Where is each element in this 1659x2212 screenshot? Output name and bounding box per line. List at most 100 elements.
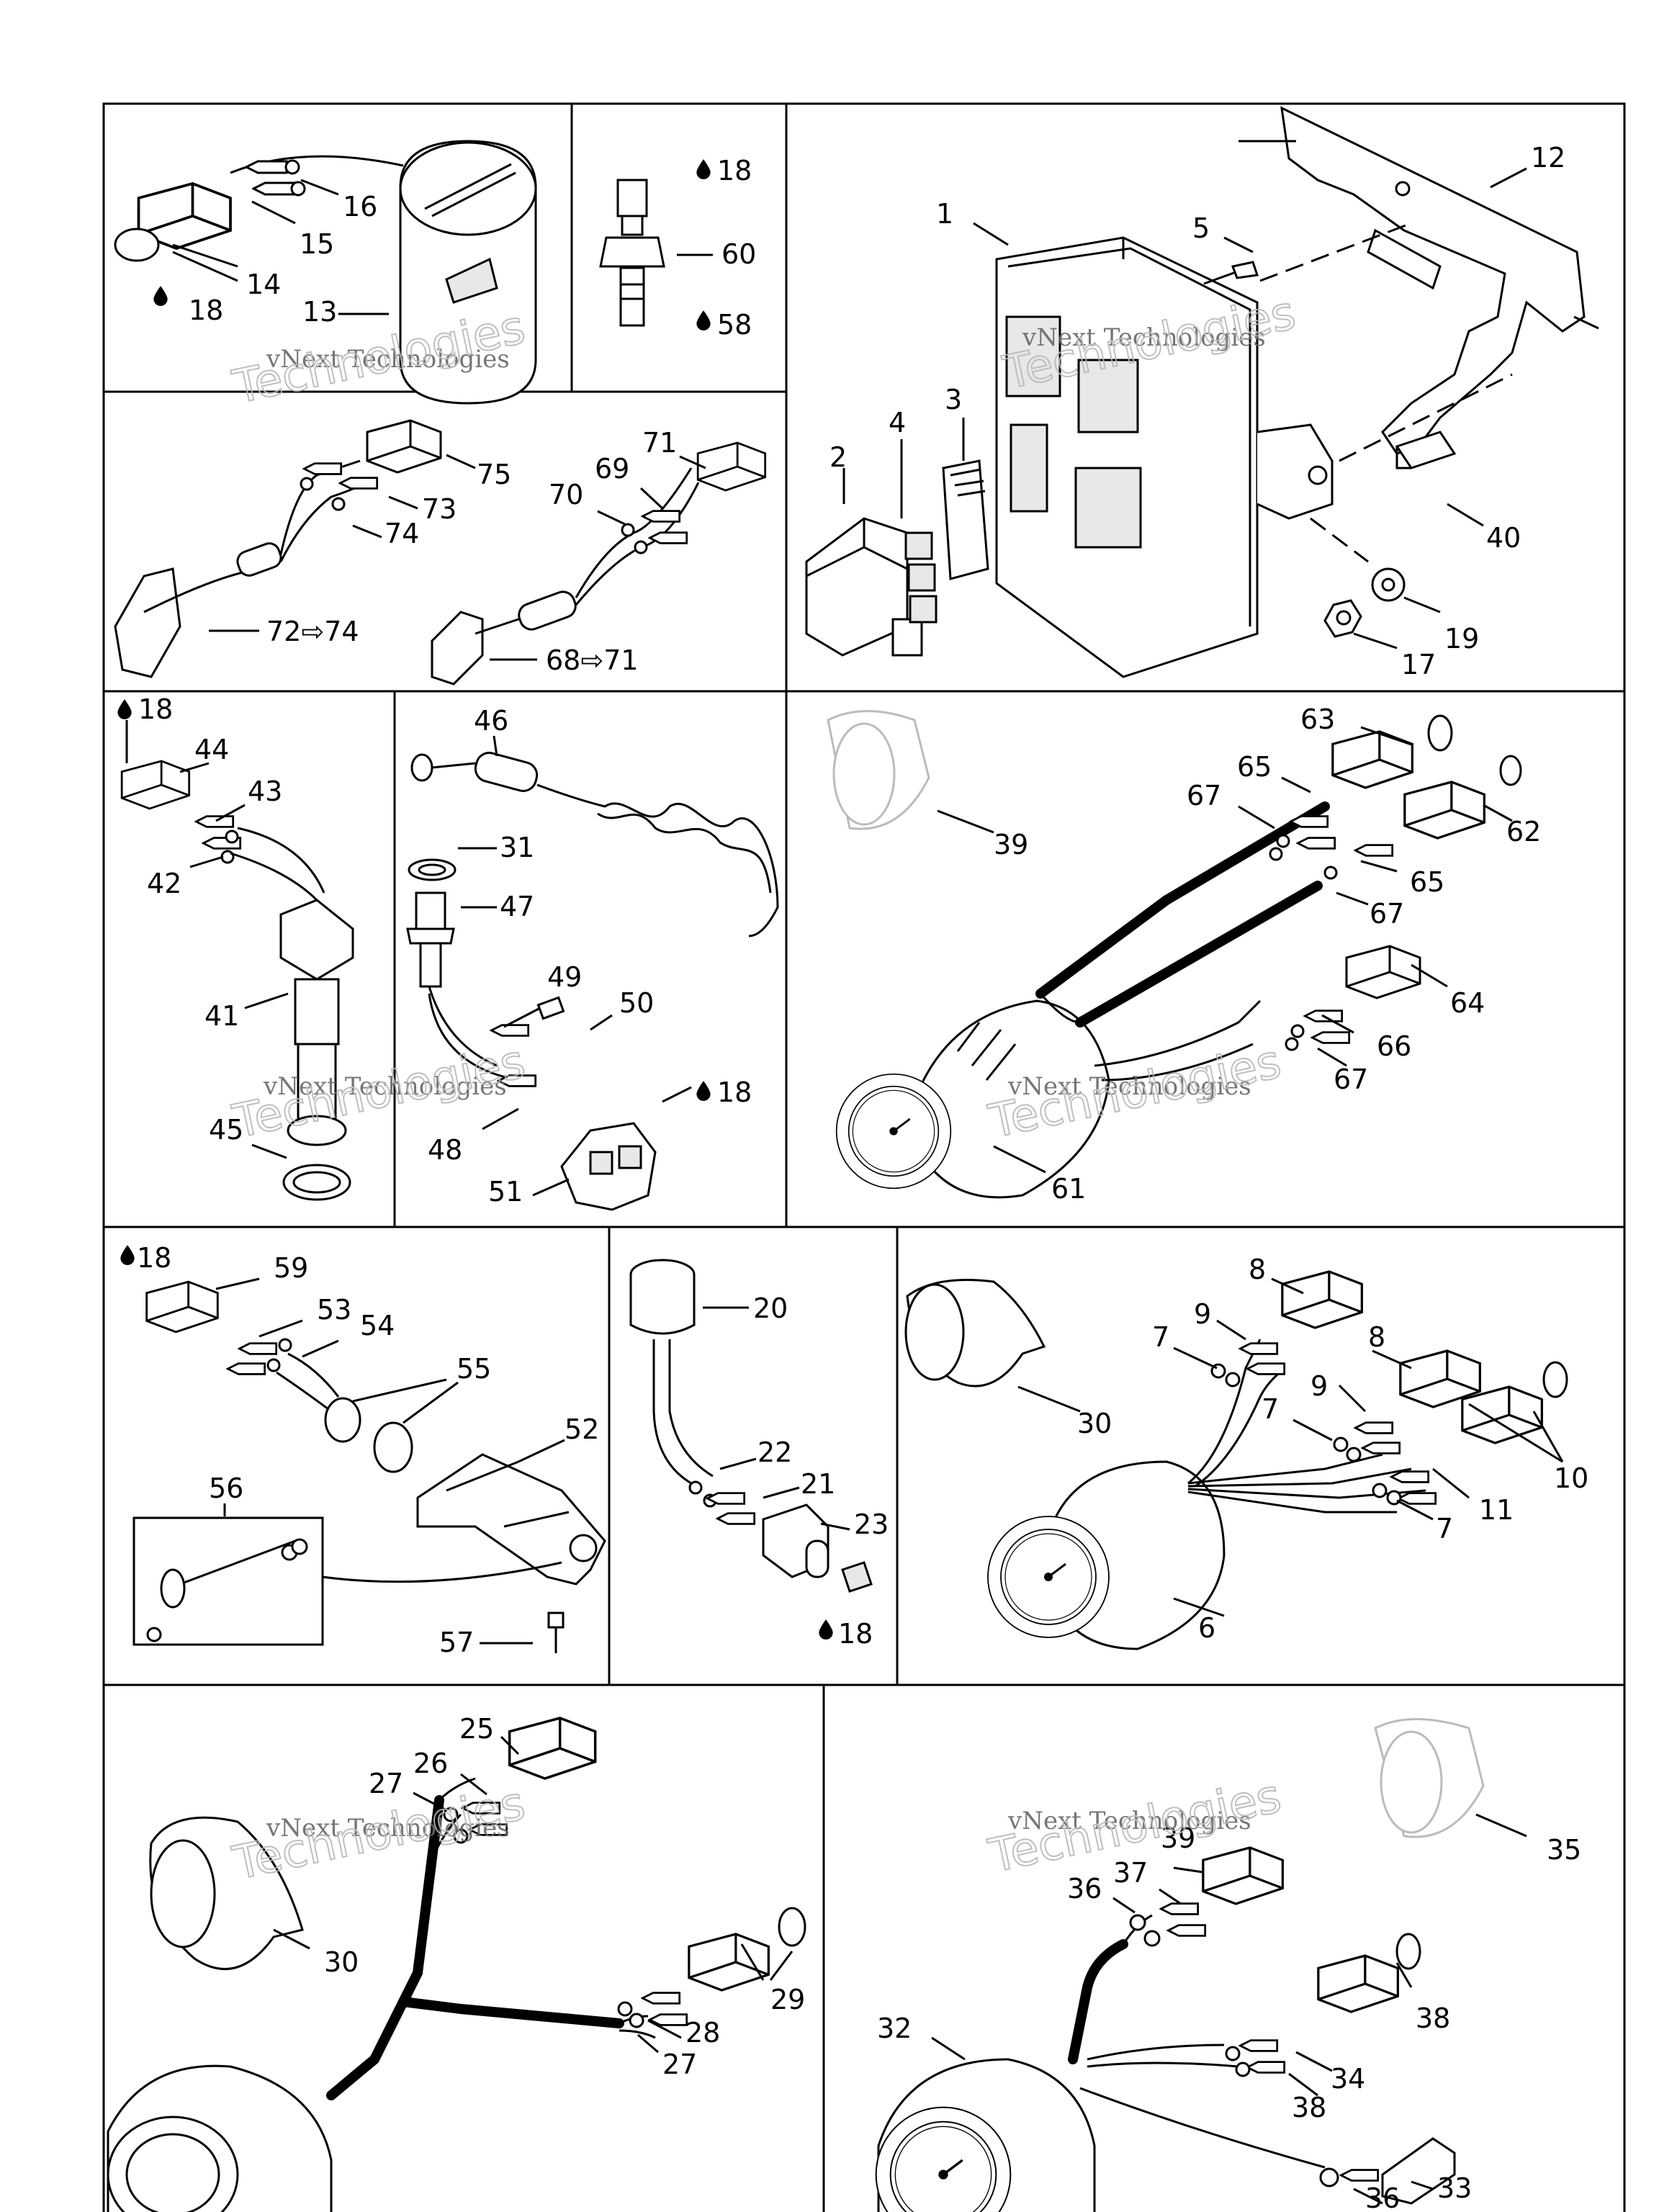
callout-45: 45	[209, 1114, 243, 1146]
callout-32: 32	[877, 2013, 912, 2044]
callout-20: 20	[753, 1292, 788, 1324]
gauge-61-assembly: 63 65 67 62 39 65 67 64 66 67 61	[827, 703, 1541, 1205]
callout-39-gauge32: 35	[1547, 1834, 1581, 1866]
callout-68-to-71: 68⇨71	[546, 644, 639, 676]
callout-43: 43	[248, 775, 282, 807]
callout-27-top: 27	[369, 1768, 403, 1799]
callout-18-lanyard: 18	[717, 1076, 752, 1108]
callout-17: 17	[1401, 649, 1436, 680]
drop-icon	[120, 1245, 135, 1265]
callout-33: 33	[1437, 2172, 1472, 2204]
callout-10: 10	[1554, 1462, 1588, 1494]
callout-50: 50	[619, 987, 654, 1019]
callout-72-to-74: 72⇨74	[266, 616, 359, 647]
callout-14: 14	[246, 269, 281, 300]
callouts-ecu: 1 5 12 3 4 2 40 19 17	[830, 142, 1565, 680]
callout-36-top: 37	[1113, 1857, 1148, 1889]
callout-1: 1	[936, 198, 953, 230]
callout-31: 31	[500, 832, 534, 863]
callout-8-top: 8	[1249, 1254, 1266, 1285]
callouts-leads: 71 75 69 70 73 74 72⇨74 68⇨71	[209, 427, 706, 676]
watermark-text: vNext Technologies	[266, 345, 510, 374]
drop-icon	[153, 286, 168, 306]
callout-18-sensor: 18	[717, 155, 752, 186]
callout-36-low: 36	[1365, 2182, 1400, 2212]
oil-level-sensor: 18 44 43 42 41 45	[117, 693, 354, 1201]
speed-sensor-assembly: 20 22 21 23 18	[629, 1259, 889, 1650]
callout-40: 40	[1486, 522, 1521, 554]
throttle-sensor-assembly: 18 59 53 54 55 52 56 57	[120, 1242, 606, 1658]
callout-62: 62	[1506, 816, 1541, 848]
callout-65-top: 65	[1237, 751, 1272, 783]
callout-29: 29	[770, 1984, 805, 2015]
callout-3: 3	[945, 384, 962, 415]
callout-18-pump: 18	[189, 295, 223, 326]
callout-51: 51	[488, 1176, 523, 1208]
callout-42: 42	[147, 868, 181, 899]
callout-41: 41	[204, 1000, 239, 1032]
callout-66: 66	[1377, 1030, 1411, 1062]
callout-7-top: 7	[1152, 1321, 1169, 1353]
callout-28: 28	[685, 2017, 720, 2049]
watermark-text: vNext Technologies	[263, 1072, 507, 1101]
callout-4: 4	[889, 407, 906, 439]
callout-9-top: 9	[1194, 1298, 1211, 1330]
callout-47: 47	[500, 891, 534, 922]
temperature-sensor: 18 60 58	[599, 155, 756, 341]
callout-61: 61	[1051, 1173, 1086, 1205]
callout-70: 70	[549, 479, 583, 511]
callout-55: 55	[457, 1353, 491, 1385]
callout-46: 46	[474, 705, 508, 737]
fuel-pump-assembly	[114, 140, 537, 405]
gauge-6-assembly: 8 9 7 8 9 7 30 10 11 7 6	[904, 1254, 1588, 1650]
safety-lanyard-switch: 46 31 47 49 50 18 48 51	[406, 705, 779, 1211]
callout-52: 52	[565, 1413, 599, 1445]
callout-22: 22	[757, 1437, 792, 1468]
callout-73: 73	[422, 493, 457, 525]
callout-48: 48	[428, 1134, 462, 1166]
callout-18-speed: 18	[838, 1618, 873, 1650]
callout-26: 26	[413, 1748, 448, 1779]
callout-2: 2	[830, 441, 847, 473]
sensor-leads	[114, 419, 767, 685]
callout-8-mid: 8	[1368, 1321, 1385, 1353]
drop-icon	[117, 699, 132, 719]
callout-53: 53	[317, 1294, 351, 1326]
drop-icon	[696, 1081, 711, 1101]
watermark-text: vNext Technologies	[266, 1814, 510, 1843]
callout-6: 6	[1198, 1612, 1215, 1644]
gauge-24-assembly: 25 26 27 30 29 28 27	[107, 1713, 806, 2212]
callout-56: 56	[209, 1473, 243, 1504]
callout-44: 44	[194, 734, 229, 765]
callout-39-top: 39	[994, 829, 1028, 860]
callout-63: 63	[1300, 703, 1335, 735]
callout-7-low: 7	[1436, 1513, 1453, 1545]
callout-23: 23	[854, 1509, 889, 1540]
callout-7-mid: 7	[1262, 1393, 1279, 1425]
mounting-bracket	[1238, 106, 1599, 455]
callout-49: 49	[547, 961, 582, 993]
callout-38-low: 38	[1292, 2092, 1326, 2123]
watermark-text: Technologies	[228, 1035, 530, 1149]
callout-21: 21	[801, 1468, 835, 1500]
callout-18-oil: 18	[138, 693, 173, 725]
callout-67-top: 67	[1187, 780, 1221, 811]
callout-59: 59	[274, 1252, 308, 1284]
callout-5: 5	[1192, 212, 1210, 244]
callout-34: 34	[1331, 2063, 1365, 2095]
callout-12: 12	[1531, 142, 1565, 174]
callout-54: 54	[360, 1310, 395, 1341]
callout-25: 25	[459, 1713, 494, 1745]
callout-74: 74	[385, 518, 419, 549]
callout-13: 13	[302, 296, 337, 328]
callout-16: 16	[343, 191, 377, 222]
watermark-text: vNext Technologies	[1007, 1072, 1251, 1101]
callout-30-gauge24: 30	[324, 1946, 359, 1978]
callout-64: 64	[1450, 987, 1485, 1019]
callout-19: 19	[1444, 623, 1479, 655]
drop-icon	[696, 310, 711, 331]
callout-57: 57	[439, 1627, 474, 1658]
ecu-parts	[805, 222, 1513, 657]
gauge-32-assembly: 39 37 36 38 35 32 34 38 33 36	[874, 1718, 1581, 2212]
